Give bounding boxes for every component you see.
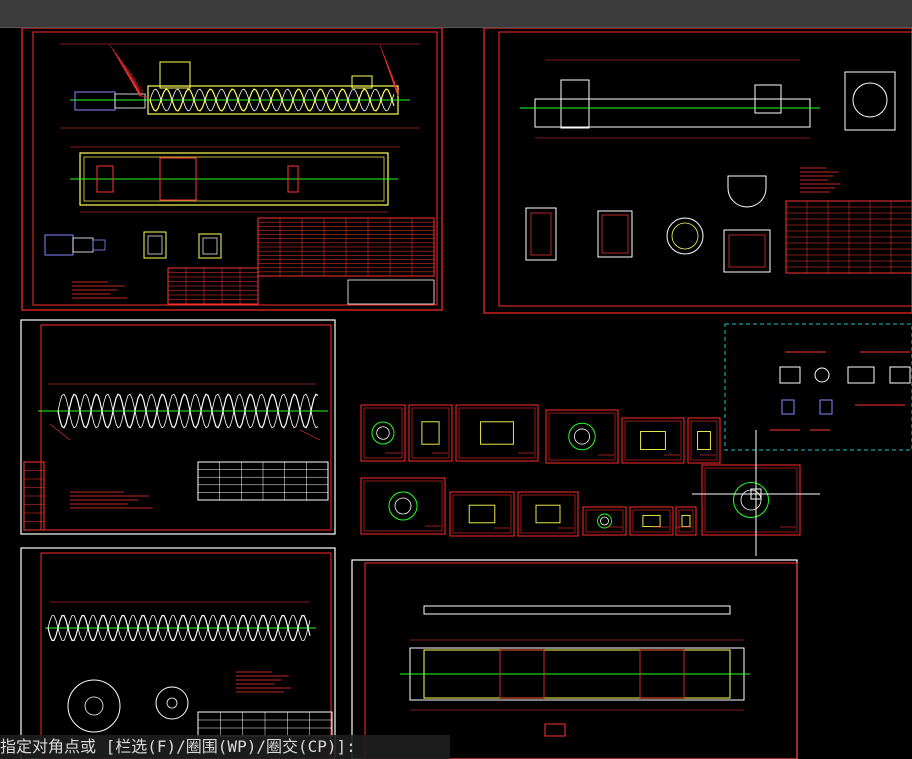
screw-parts-table: [23, 461, 329, 531]
sheet-trough[interactable]: [351, 559, 798, 759]
sheet-inner-frame: [40, 552, 332, 759]
sheet-inner-frame: [364, 562, 798, 759]
sheet-parts-group[interactable]: [360, 404, 801, 537]
command-line-prompt[interactable]: 指定对角点或 [栏选(F)/圈围(WP)/圈交(CP)]:: [0, 735, 450, 759]
sheet-outer-frame: [483, 28, 912, 314]
housing-end-view: [844, 71, 896, 131]
sheet-inner-frame: [40, 324, 332, 531]
sheet-screw-shaft[interactable]: [20, 319, 336, 535]
sheet-outer-frame: [21, 28, 443, 311]
parts-list-table: [257, 217, 435, 277]
assembly-elevation: [60, 43, 420, 129]
housing-elevation: [534, 98, 811, 128]
sheet-screw-blade[interactable]: [20, 547, 336, 759]
screw-blade-table: [197, 671, 333, 737]
screw-flight: [57, 393, 319, 429]
selection-region: [724, 323, 912, 451]
title-block-table: [167, 267, 435, 305]
sheet-assembly[interactable]: [21, 28, 443, 311]
screw-flight: [47, 615, 311, 641]
sheet-inner-frame: [32, 31, 438, 306]
drawing-canvas[interactable]: [0, 28, 912, 759]
app-title-bar: [0, 0, 912, 28]
sheet-inner-frame: [498, 31, 912, 307]
sheet-outer-frame: [20, 547, 336, 759]
crosshair-cursor-icon: [692, 430, 820, 556]
sheet-housing[interactable]: [483, 28, 912, 314]
sheet-outer-frame: [20, 319, 336, 535]
housing-parts-table: [785, 200, 912, 274]
